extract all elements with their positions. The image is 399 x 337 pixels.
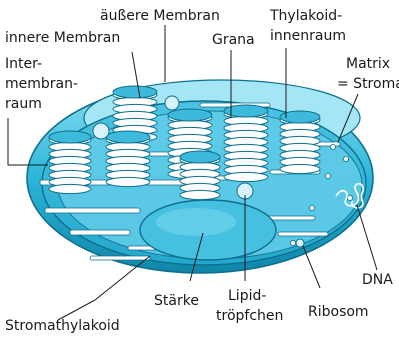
granum-top: [168, 109, 212, 121]
starch-grain: [140, 200, 276, 260]
thylakoid-disc: [180, 190, 220, 199]
granum: [49, 131, 91, 194]
granum-top: [113, 86, 157, 98]
label-intermembranraum-2: membran-: [5, 76, 78, 92]
granum: [180, 151, 220, 200]
granum: [280, 111, 320, 174]
stroma-lamella: [70, 230, 130, 235]
thylakoid-disc: [106, 177, 150, 186]
stroma-lamella: [90, 256, 150, 260]
stroma-lamella: [278, 232, 328, 236]
label-intermembranraum-3: raum: [5, 96, 42, 112]
granum-top: [49, 131, 91, 143]
label-lipidtroepfchen-2: tröpfchen: [216, 308, 283, 324]
label-thylakoidinnenraum-1: Thylakoid-: [269, 8, 342, 24]
thylakoid-disc: [49, 184, 91, 193]
label-aeussere-membran: äußere Membran: [100, 8, 220, 24]
label-matrix: Matrix: [346, 56, 390, 72]
label-grana: Grana: [212, 32, 255, 48]
thylakoid-disc: [224, 172, 268, 181]
label-staerke: Stärke: [154, 293, 199, 309]
label-ribosom: Ribosom: [308, 304, 369, 320]
label-thylakoidinnenraum-2: innenraum: [270, 28, 346, 44]
label-dna: DNA: [362, 272, 393, 288]
granum: [106, 131, 150, 187]
label-stroma: = Stroma: [337, 76, 399, 92]
granum-top: [106, 131, 150, 143]
label-intermembranraum-1: Inter-: [5, 56, 42, 72]
label-lipidtroepfchen-1: Lipid-: [228, 288, 266, 304]
stroma-lamella: [45, 208, 140, 213]
label-stromathylakoid: Stromathylakoid: [5, 318, 120, 334]
thylakoid-disc: [280, 164, 320, 173]
label-innere-membran: innere Membran: [5, 30, 120, 46]
granum-top: [180, 151, 220, 163]
